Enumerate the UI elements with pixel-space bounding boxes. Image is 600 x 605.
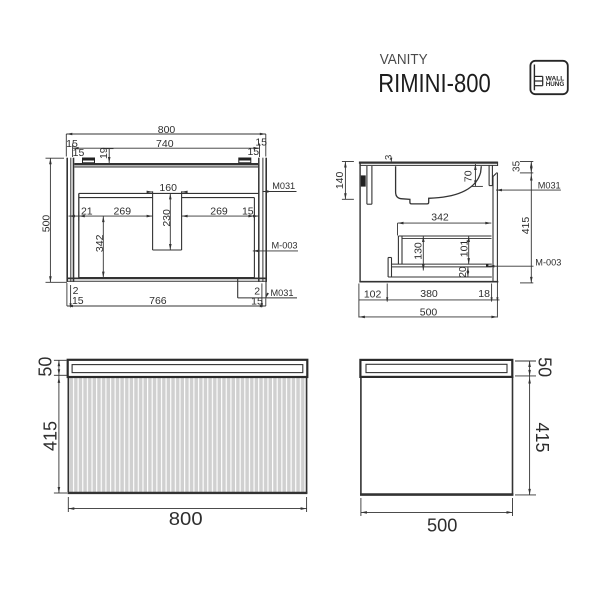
svg-text:50: 50: [35, 357, 55, 377]
svg-text:342: 342: [94, 234, 106, 252]
svg-text:140: 140: [334, 171, 346, 189]
svg-text:230: 230: [161, 209, 173, 227]
svg-text:500: 500: [41, 215, 53, 233]
svg-text:415: 415: [532, 422, 552, 452]
svg-text:15: 15: [66, 138, 78, 150]
svg-text:500: 500: [420, 306, 438, 318]
svg-text:2: 2: [73, 285, 79, 297]
svg-text:M031: M031: [272, 181, 295, 191]
svg-text:15: 15: [251, 296, 263, 308]
svg-text:50: 50: [534, 357, 554, 377]
svg-text:160: 160: [159, 182, 177, 194]
svg-text:19: 19: [98, 147, 110, 159]
svg-text:102: 102: [364, 289, 382, 301]
svg-text:101: 101: [458, 240, 470, 258]
svg-text:21: 21: [81, 206, 93, 218]
svg-text:269: 269: [114, 206, 132, 218]
svg-text:3: 3: [383, 155, 394, 160]
svg-text:15: 15: [247, 146, 259, 158]
svg-text:M-003: M-003: [272, 241, 298, 251]
svg-text:130: 130: [413, 242, 425, 260]
svg-text:740: 740: [156, 138, 174, 150]
svg-text:35: 35: [511, 160, 522, 172]
svg-text:RIMINI-800: RIMINI-800: [378, 68, 491, 98]
svg-text:WALL: WALL: [546, 76, 565, 83]
svg-text:415: 415: [520, 217, 532, 235]
svg-text:M-003: M-003: [535, 257, 561, 267]
svg-text:2: 2: [254, 286, 260, 298]
svg-text:15: 15: [242, 206, 254, 218]
svg-text:VANITY: VANITY: [380, 51, 428, 68]
svg-text:20: 20: [458, 266, 469, 278]
svg-text:M031: M031: [271, 288, 294, 298]
svg-text:15: 15: [255, 137, 267, 149]
svg-text:15: 15: [73, 147, 85, 159]
svg-text:800: 800: [169, 509, 203, 529]
svg-text:342: 342: [431, 212, 449, 224]
svg-text:M031: M031: [538, 180, 561, 190]
svg-text:500: 500: [427, 516, 457, 536]
svg-text:15: 15: [72, 295, 84, 307]
svg-text:766: 766: [149, 295, 167, 307]
svg-text:269: 269: [210, 206, 228, 218]
svg-text:70: 70: [463, 170, 475, 182]
svg-text:380: 380: [420, 288, 438, 300]
svg-text:800: 800: [158, 124, 176, 136]
svg-text:415: 415: [40, 421, 60, 451]
svg-text:18: 18: [478, 288, 490, 300]
svg-text:HUNG: HUNG: [546, 81, 565, 88]
